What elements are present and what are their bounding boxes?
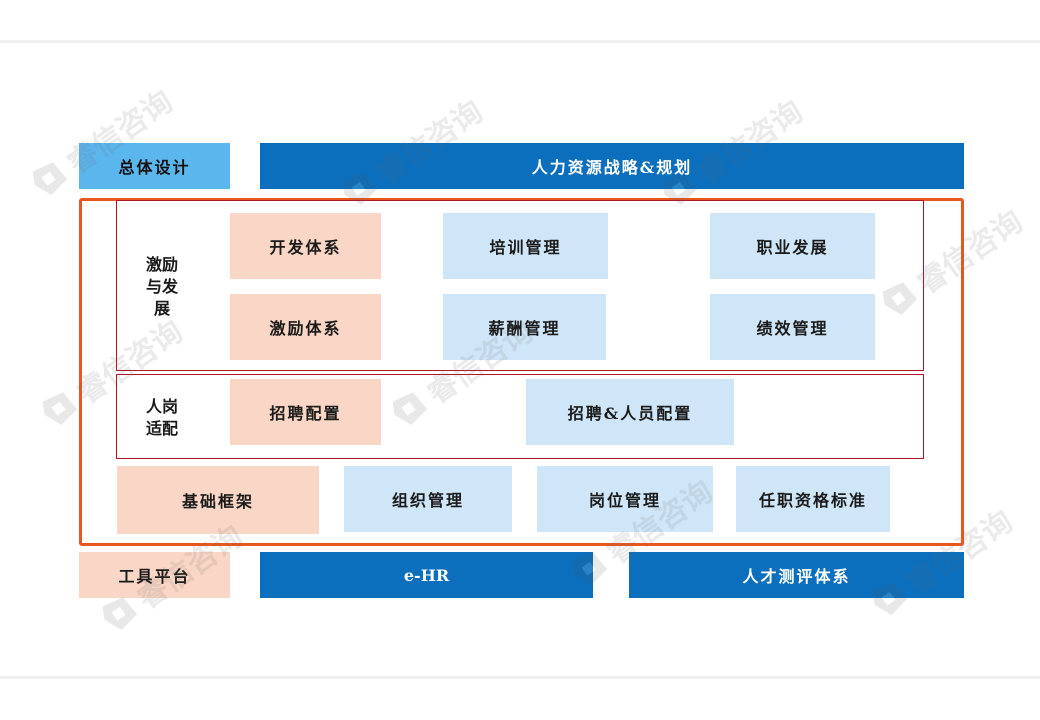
- career-development-box: 职业发展: [710, 213, 875, 279]
- incentive-system-box: 激励体系: [230, 294, 381, 360]
- development-system-box: 开发体系: [230, 213, 381, 279]
- incentive-development-label: 激励 与发 展: [138, 254, 186, 320]
- incentive-label-line-2: 与发: [145, 277, 178, 296]
- incentive-label-line-3: 展: [153, 299, 170, 318]
- watermark-logo-icon: [25, 155, 72, 202]
- top-divider: [0, 40, 1040, 43]
- basic-framework-box: 基础框架: [117, 466, 319, 534]
- compensation-management-box: 薪酬管理: [443, 294, 606, 360]
- fit-label-line-1: 人岗: [145, 397, 178, 416]
- person-job-fit-frame: [116, 374, 924, 459]
- watermark-logo-icon: [35, 385, 82, 432]
- incentive-label-line-1: 激励: [145, 255, 178, 274]
- tool-platform-box: 工具平台: [79, 552, 230, 598]
- hr-strategy-bar: 人力资源战略&规划: [260, 143, 964, 189]
- recruitment-config-box: 招聘配置: [230, 379, 381, 445]
- fit-label-line-2: 适配: [145, 419, 178, 438]
- hr-system-frame: [79, 198, 964, 546]
- performance-management-box: 绩效管理: [710, 294, 875, 360]
- recruitment-staffing-box: 招聘&人员配置: [526, 379, 734, 445]
- ehr-bar: e-HR: [260, 552, 593, 598]
- talent-assessment-bar: 人才测评体系: [629, 552, 964, 598]
- person-job-fit-label: 人岗 适配: [138, 396, 186, 440]
- bottom-divider: [0, 676, 1040, 679]
- incentive-development-frame: [116, 200, 924, 371]
- organization-management-box: 组织管理: [344, 466, 512, 532]
- training-management-box: 培训管理: [443, 213, 608, 279]
- qualification-standard-box: 任职资格标准: [736, 466, 890, 532]
- overall-design-box: 总体设计: [79, 143, 230, 189]
- position-management-box: 岗位管理: [537, 466, 713, 532]
